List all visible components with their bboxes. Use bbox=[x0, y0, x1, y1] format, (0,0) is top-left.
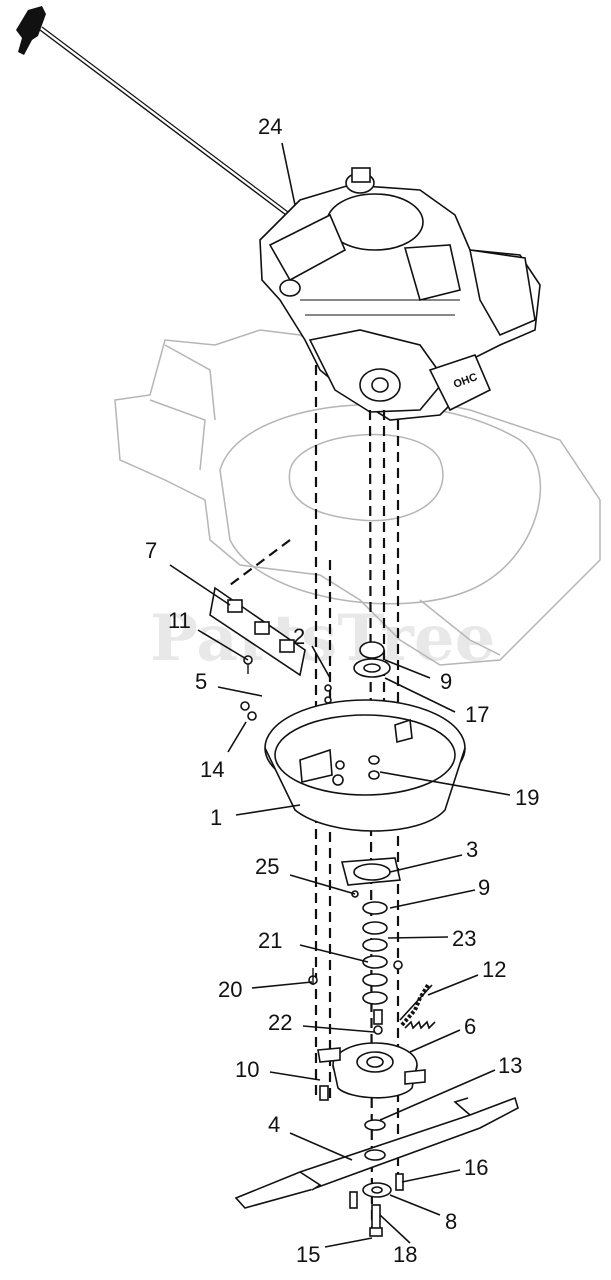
baffle-bracket bbox=[209, 586, 306, 677]
leader-lines bbox=[169, 142, 511, 1248]
blade-hardware bbox=[349, 1173, 404, 1237]
spindle-stack-upper bbox=[353, 641, 391, 780]
callout-19: 19 bbox=[515, 785, 539, 810]
blade-brake-assembly bbox=[317, 1009, 426, 1101]
callout-10: 10 bbox=[235, 1057, 259, 1082]
engine-assembly: OHC bbox=[259, 167, 541, 421]
callout-labels: 24 7 11 2 5 14 1 9 17 19 3 9 25 23 21 20… bbox=[145, 114, 539, 1267]
callout-4: 4 bbox=[268, 1112, 280, 1137]
callout-11: 11 bbox=[168, 608, 191, 633]
callout-18: 18 bbox=[393, 1242, 417, 1267]
callout-6: 6 bbox=[464, 1014, 476, 1039]
callout-25: 25 bbox=[255, 854, 279, 879]
callout-9-lower: 9 bbox=[478, 875, 490, 900]
callout-15: 15 bbox=[296, 1242, 320, 1267]
callout-9-upper: 9 bbox=[440, 669, 452, 694]
starter-rope-handle bbox=[16, 6, 293, 219]
spring bbox=[399, 983, 436, 1030]
callout-2: 2 bbox=[293, 624, 305, 649]
callout-3: 3 bbox=[466, 837, 478, 862]
callout-8: 8 bbox=[445, 1209, 457, 1234]
callout-1: 1 bbox=[210, 805, 222, 830]
callout-17: 17 bbox=[465, 702, 489, 727]
callout-21: 21 bbox=[258, 928, 282, 953]
mower-blade bbox=[234, 1096, 519, 1209]
callout-7: 7 bbox=[145, 538, 157, 563]
callout-12: 12 bbox=[482, 957, 506, 982]
mower-deck-outline bbox=[114, 329, 601, 666]
callout-13: 13 bbox=[498, 1053, 522, 1078]
callout-23: 23 bbox=[452, 926, 476, 951]
blade-housing bbox=[264, 699, 466, 832]
callout-14: 14 bbox=[200, 757, 224, 782]
callout-22: 22 bbox=[268, 1010, 292, 1035]
spindle-stack-lower bbox=[308, 857, 403, 1005]
callout-5: 5 bbox=[195, 669, 207, 694]
callout-16: 16 bbox=[464, 1155, 488, 1180]
callout-20: 20 bbox=[218, 977, 242, 1002]
callout-24: 24 bbox=[258, 114, 282, 139]
